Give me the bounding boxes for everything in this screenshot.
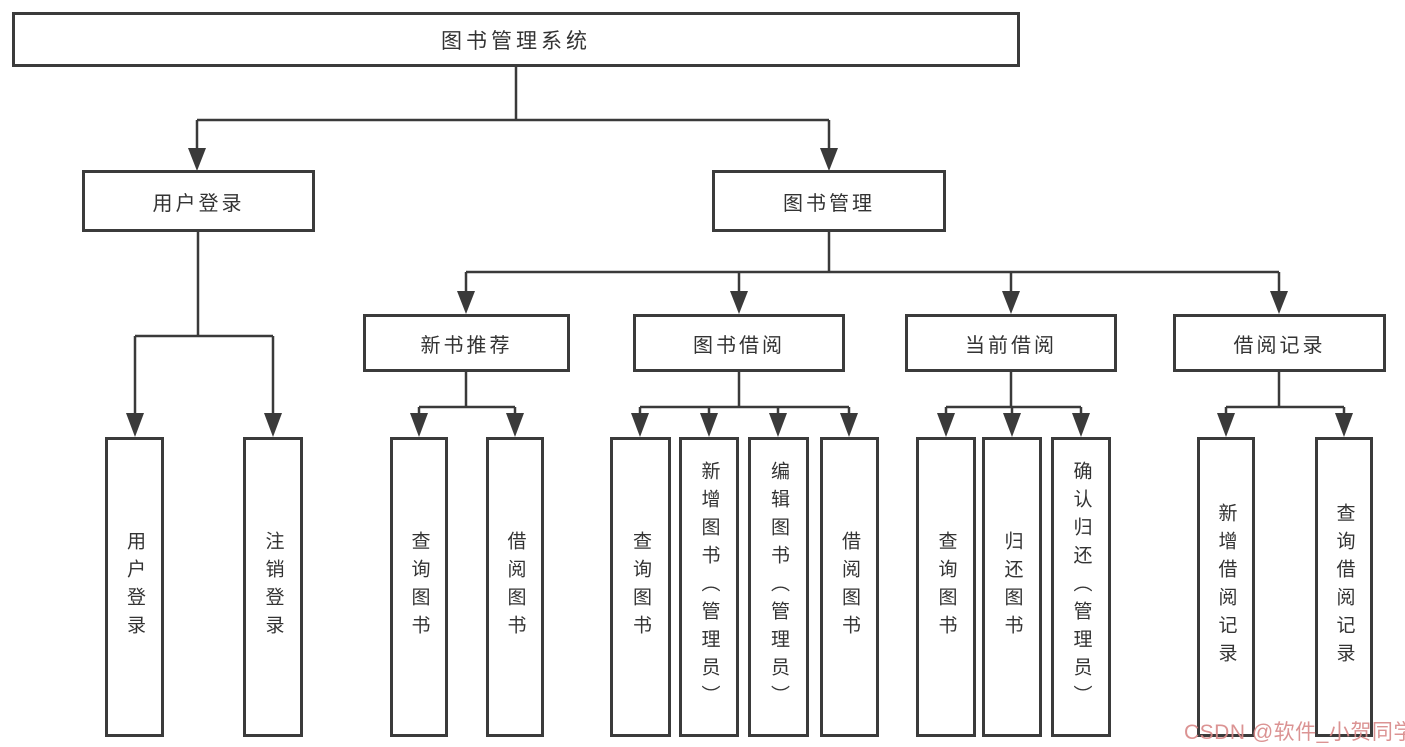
node-leaf-add-books-admin: 新增图书（管理员） <box>679 437 739 737</box>
node-leaf-query-borrow-record: 查询借阅记录 <box>1315 437 1373 737</box>
node-label: 查询图书 <box>935 531 957 643</box>
connector-borrowing-to-leaves <box>631 370 858 437</box>
watermark: CSDN @软件_小贺同学 <box>1184 721 1405 744</box>
node-book-borrowing: 图书借阅 <box>633 314 845 372</box>
connector-user-login-to-leaves <box>126 230 282 437</box>
connector-new-books-to-leaves <box>410 370 524 437</box>
connector-root-to-level2 <box>188 66 838 171</box>
node-leaf-return-books: 归还图书 <box>982 437 1042 737</box>
node-label: 用户登录 <box>152 192 245 215</box>
node-label: 编辑图书（管理员） <box>768 461 789 713</box>
node-leaf-query-books-recommend: 查询图书 <box>390 437 448 737</box>
node-label: 新书推荐 <box>420 334 513 357</box>
connector-book-management-to-level3 <box>457 230 1288 314</box>
node-label: 图书管理系统 <box>441 29 591 53</box>
node-label: 当前借阅 <box>965 334 1057 357</box>
node-leaf-query-books-current: 查询图书 <box>916 437 976 737</box>
node-label: 归还图书 <box>1001 531 1023 643</box>
connector-records-to-leaves <box>1217 370 1353 437</box>
node-leaf-add-borrow-record: 新增借阅记录 <box>1197 437 1255 737</box>
node-new-book-recommendation: 新书推荐 <box>363 314 570 372</box>
node-label: 图书借阅 <box>693 334 785 357</box>
node-user-login: 用户登录 <box>82 170 315 232</box>
node-leaf-user-login: 用户登录 <box>105 437 164 737</box>
node-library-management-system: 图书管理系统 <box>12 12 1020 67</box>
node-label: 查询图书 <box>408 531 430 643</box>
node-label: 查询借阅记录 <box>1333 503 1355 671</box>
node-leaf-edit-books-admin: 编辑图书（管理员） <box>748 437 809 737</box>
node-label: 查询图书 <box>630 531 651 643</box>
node-label: 确认归还（管理员） <box>1070 461 1092 713</box>
node-current-borrowing: 当前借阅 <box>905 314 1117 372</box>
node-label: 新增借阅记录 <box>1215 503 1237 671</box>
node-label: 图书管理 <box>783 192 875 215</box>
node-leaf-confirm-return-admin: 确认归还（管理员） <box>1051 437 1111 737</box>
node-book-management: 图书管理 <box>712 170 946 232</box>
connector-current-to-leaves <box>937 370 1090 437</box>
node-label: 新增图书（管理员） <box>698 461 720 713</box>
node-borrowing-records: 借阅记录 <box>1173 314 1386 372</box>
node-label: 借阅记录 <box>1233 334 1326 357</box>
node-leaf-query-books-borrowing: 查询图书 <box>610 437 671 737</box>
node-label: 注销登录 <box>262 531 284 643</box>
node-label: 用户登录 <box>124 531 145 643</box>
node-label: 借阅图书 <box>504 531 526 643</box>
node-leaf-borrow-books-recommend: 借阅图书 <box>486 437 544 737</box>
node-leaf-logout: 注销登录 <box>243 437 303 737</box>
node-leaf-borrow-books: 借阅图书 <box>820 437 879 737</box>
node-label: 借阅图书 <box>839 531 860 643</box>
